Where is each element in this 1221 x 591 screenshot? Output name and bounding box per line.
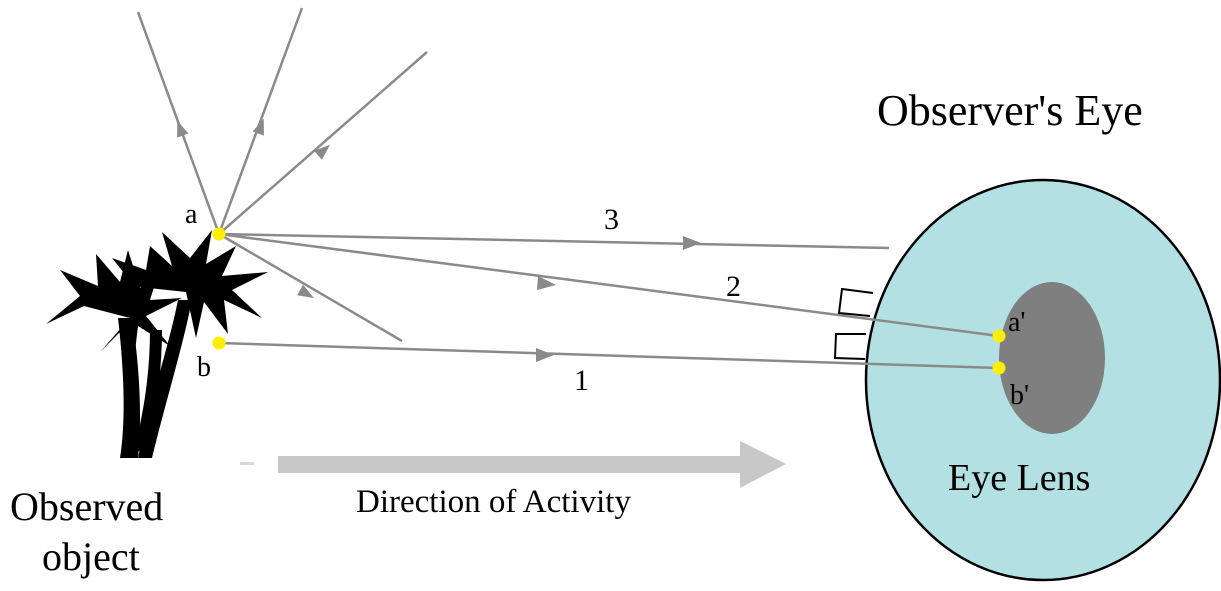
eye-lens bbox=[999, 282, 1105, 434]
right-angle-lower bbox=[833, 333, 866, 360]
eye-lens-label: Eye Lens bbox=[948, 457, 1090, 499]
numbered-rays bbox=[218, 232, 1000, 370]
ray-3-line bbox=[218, 232, 890, 250]
direction-arrow bbox=[240, 441, 786, 488]
observed-object-line2: object bbox=[42, 534, 140, 579]
label-a-prime: a' bbox=[1008, 307, 1025, 338]
direction-arrow-tail-mark bbox=[240, 462, 254, 465]
scatter-ray-2 bbox=[217, 7, 304, 235]
ray-2-arrowhead bbox=[537, 276, 556, 290]
scatter-arrow-4 bbox=[297, 284, 314, 298]
eye-title: Observer's Eye bbox=[877, 86, 1143, 135]
ray-3-arrowhead bbox=[683, 236, 701, 250]
tree-crown-right bbox=[104, 230, 268, 338]
scattered-rays bbox=[136, 7, 428, 343]
ray-1-arrowhead bbox=[536, 348, 554, 362]
ray-1-line bbox=[218, 341, 1000, 370]
palm-tree-icon bbox=[46, 230, 268, 458]
scatter-ray-3 bbox=[218, 51, 428, 235]
right-angle-upper bbox=[837, 287, 874, 317]
label-b-prime: b' bbox=[1010, 380, 1029, 411]
tree-trunk-mid bbox=[134, 330, 162, 452]
scatter-arrow-1 bbox=[177, 120, 189, 138]
point-a-prime bbox=[992, 329, 1006, 343]
observed-object-line1: Observed bbox=[10, 484, 163, 529]
point-a bbox=[212, 227, 226, 241]
scatter-arrow-2 bbox=[252, 118, 264, 136]
scatter-arrowheads bbox=[177, 118, 331, 298]
direction-arrow-head bbox=[740, 441, 786, 488]
numbered-ray-arrowheads bbox=[536, 236, 701, 362]
point-b bbox=[212, 336, 226, 350]
direction-label: Direction of Activity bbox=[356, 484, 631, 520]
right-angle-markers bbox=[833, 287, 874, 360]
label-ray-2: 2 bbox=[726, 270, 741, 303]
point-b-prime bbox=[992, 361, 1006, 375]
label-ray-1: 1 bbox=[574, 364, 589, 397]
points bbox=[212, 227, 1006, 375]
scatter-arrow-3 bbox=[314, 144, 331, 160]
label-b: b bbox=[197, 352, 211, 383]
scatter-ray-4 bbox=[218, 232, 403, 343]
tree-crown-left bbox=[46, 250, 182, 360]
ray-2-line bbox=[218, 232, 1000, 338]
direction-arrow-shaft bbox=[278, 456, 748, 473]
label-ray-3: 3 bbox=[604, 203, 619, 236]
label-a: a bbox=[185, 199, 198, 230]
